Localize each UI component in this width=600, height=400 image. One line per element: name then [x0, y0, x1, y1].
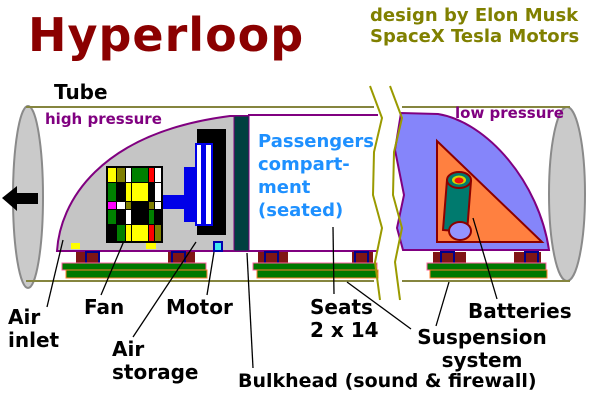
fan-cell — [132, 202, 148, 209]
air-inlet-label: Air inlet — [8, 305, 60, 352]
fan-cell — [126, 183, 131, 201]
fan-cell — [108, 168, 116, 182]
page-title: Hyperloop — [28, 8, 305, 62]
bulkhead-wall — [233, 115, 250, 252]
motor-label: Motor — [166, 295, 233, 319]
fan-cell — [117, 210, 125, 224]
fan-cell — [132, 225, 148, 241]
fan-cell — [149, 210, 154, 224]
fan-cell — [117, 225, 125, 241]
tube-break — [369, 85, 404, 301]
leader-lines — [46, 217, 498, 369]
fan-cell — [149, 183, 154, 201]
high-pressure-label: high pressure — [45, 110, 162, 128]
fan-cell — [126, 202, 131, 209]
motor-stator — [195, 143, 213, 226]
capsule-pads — [71, 243, 156, 249]
fan-cell — [117, 168, 125, 182]
fan-cell — [126, 210, 131, 224]
fan-cell — [155, 183, 161, 201]
tube-right-end — [548, 106, 586, 282]
credit-text: design by Elon Musk SpaceX Tesla Motors — [370, 5, 580, 47]
battery-cylinder — [441, 171, 473, 241]
fan-cell — [108, 183, 116, 201]
fan-cell — [132, 168, 148, 182]
motor-sensor — [213, 241, 223, 252]
fan-compressor — [106, 166, 163, 243]
fan-cell — [155, 202, 161, 209]
fan-cell — [149, 225, 154, 241]
fan-cell — [117, 202, 125, 209]
low-pressure-label: low pressure — [455, 104, 564, 122]
fan-cell — [155, 225, 161, 241]
fan-cell — [108, 202, 116, 209]
suspension-label: Suspension system — [417, 325, 547, 372]
fan-cell — [108, 225, 116, 241]
batteries-label: Batteries — [468, 299, 572, 323]
fan-cell — [155, 168, 161, 182]
passenger-compartment-shape — [57, 114, 378, 252]
fan-cell — [149, 168, 154, 182]
fan-cell — [132, 210, 148, 224]
tube-label: Tube — [54, 80, 108, 104]
fan-cell — [117, 183, 125, 201]
fan-cell — [126, 168, 131, 182]
fan-cell — [149, 202, 154, 209]
fan-label: Fan — [84, 295, 125, 319]
seats-label: Seats 2 x 14 — [310, 295, 379, 342]
passengers-compartment-label: Passengers compart- ment (seated) — [258, 131, 374, 221]
fan-cell — [155, 210, 161, 224]
fan-cell — [132, 183, 148, 201]
tube-walls — [26, 106, 570, 282]
suspension-system-parts — [61, 251, 548, 279]
left-arrow-icon — [2, 186, 38, 211]
fan-cell — [108, 210, 116, 224]
bulkhead-label: Bulkhead (sound & firewall) — [238, 370, 537, 392]
fan-cell — [126, 225, 131, 241]
air-storage-label: Air storage — [112, 337, 199, 384]
